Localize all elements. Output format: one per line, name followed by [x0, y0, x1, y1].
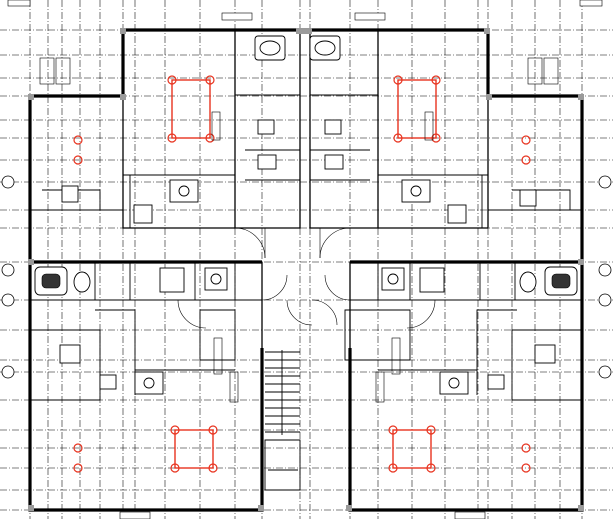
ceiling-lights — [73, 75, 531, 473]
horizontal-grid-lines — [0, 29, 613, 511]
vertical-grid-lines — [29, 0, 583, 519]
door-swings — [177, 227, 436, 329]
dimension-tags — [7, 0, 603, 519]
grid-bubbles — [1, 175, 612, 379]
structural-columns — [28, 28, 584, 511]
plumbing-fixtures — [34, 35, 578, 395]
stair-treads — [265, 350, 300, 435]
exterior-walls — [28, 28, 584, 512]
annotation-notes — [39, 57, 559, 403]
interior-partitions — [30, 30, 582, 510]
